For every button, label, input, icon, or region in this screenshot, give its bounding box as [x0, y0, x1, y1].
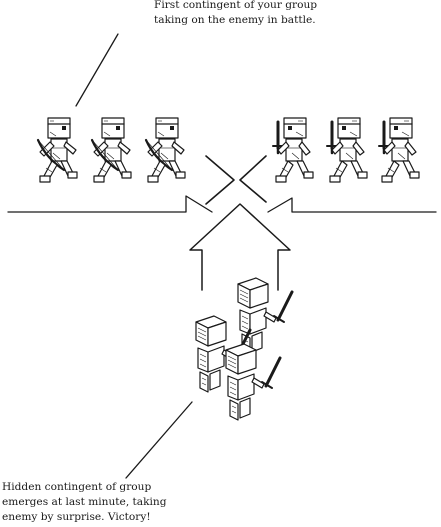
hidden-contingent: [194, 276, 294, 422]
swordsman-figure: [271, 116, 315, 184]
caption-bottom-line-1: Hidden contingent of group: [2, 481, 152, 493]
left-chevron: [205, 155, 235, 205]
caption-bottom-line-3: enemy by surprise. Victory!: [2, 511, 151, 523]
hidden-soldier-figure: [236, 276, 294, 356]
hidden-soldier-figure: [224, 342, 282, 422]
swordsman-figure: [325, 116, 369, 184]
archer-figure: [90, 116, 133, 184]
archer-figure: [144, 116, 187, 184]
left-ground-line: [7, 195, 213, 213]
caption-hidden-contingent: Hidden contingent of group emerges at la…: [2, 480, 167, 525]
top-caption-leader: [75, 33, 119, 107]
left-contingent: [36, 116, 187, 184]
caption-bottom-line-2: emerges at last minute, taking: [2, 496, 167, 508]
caption-first-contingent: First contingent of your group taking on…: [154, 0, 317, 28]
surprise-arrow: [189, 203, 291, 291]
caption-top-line-1: First contingent of your group: [154, 0, 318, 11]
right-ground-line: [267, 197, 437, 213]
swordsman-figure: [377, 116, 421, 184]
bottom-caption-leader: [125, 401, 193, 479]
enemy-contingent: [271, 116, 421, 184]
caption-top-line-2: taking on the enemy in battle.: [154, 14, 316, 26]
archer-figure: [36, 116, 79, 184]
right-chevron: [239, 155, 267, 203]
